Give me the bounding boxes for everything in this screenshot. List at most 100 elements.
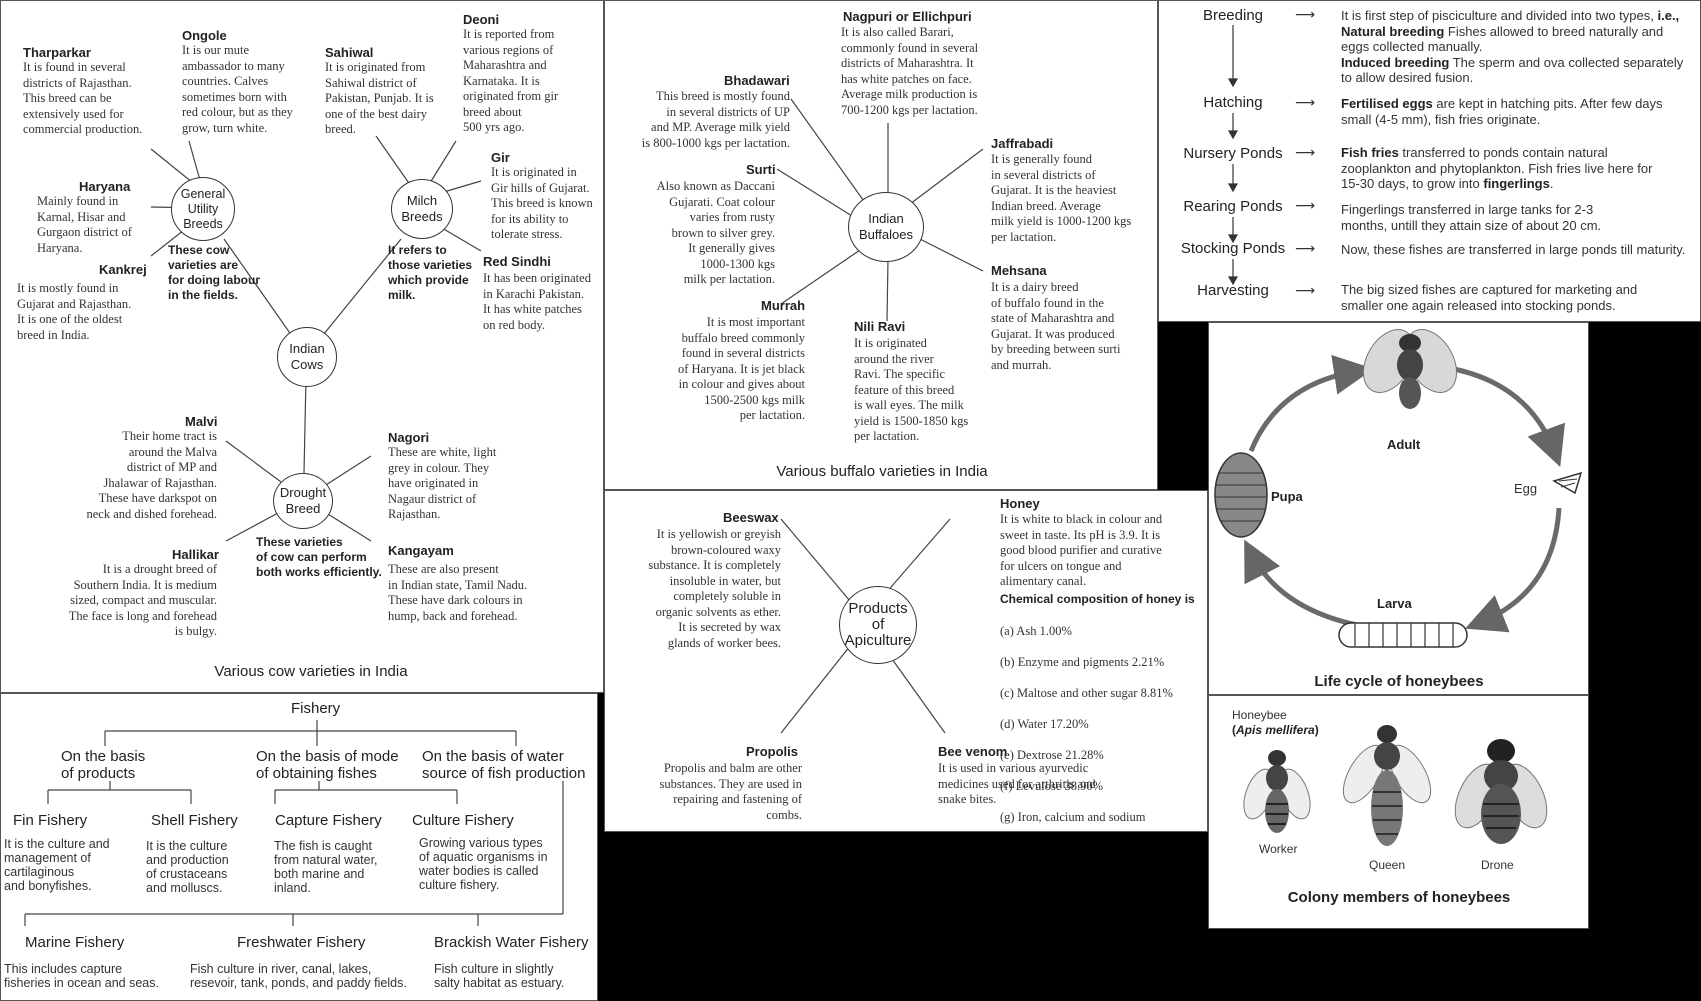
deoni-text: It is reported from various regions of M…: [463, 27, 559, 134]
basis-products: On the basis of products: [61, 748, 146, 782]
products-of-apiculture-circle: Products of Apiculture: [839, 586, 917, 664]
worker-bee-illustration: [1243, 750, 1311, 833]
tharparkar-text: It is found in several districts of Raja…: [23, 60, 143, 136]
drone-label: Drone: [1481, 858, 1514, 872]
mehsana-text: It is a dairy breed of buffalo found in …: [991, 280, 1121, 372]
milch-note: It refers to those varieties which provi…: [388, 243, 473, 302]
drought-breed-circle: Drought Breed: [273, 473, 333, 529]
fishery-root: Fishery: [291, 700, 341, 717]
nili-ravi-name: Nili Ravi: [854, 319, 906, 334]
colony-caption: Colony members of honeybees: [1287, 889, 1511, 906]
cow-varieties-panel: General Utility Breeds Milch Breeds Indi…: [0, 0, 604, 693]
stage-hatching: Hatching: [1203, 94, 1263, 111]
jaffrabadi-name: Jaffrabadi: [991, 136, 1054, 151]
mehsana-name: Mehsana: [991, 263, 1047, 278]
nagori-name: Nagori: [388, 430, 430, 445]
honey-composition-list: (a) Ash 1.00% (b) Enzyme and pigments 2.…: [1000, 608, 1173, 831]
pupa-label: Pupa: [1271, 489, 1303, 504]
fertilised-eggs-label: Fertilised eggs: [1341, 96, 1433, 111]
fin-fishery-text: It is the culture and management of cart…: [4, 837, 110, 893]
induced-breeding-text: The sperm and ova collected separately t…: [1341, 54, 1684, 86]
ongole-name: Ongole: [182, 28, 227, 43]
species-label: (Apis mellifera): [1232, 723, 1319, 737]
drought-note: These varieties of cow can perform both …: [256, 535, 382, 579]
lifecycle-diagram: [1214, 329, 1583, 648]
malvi-name: Malvi: [185, 414, 218, 429]
capture-fishery-name: Capture Fishery: [275, 812, 382, 829]
nursery-text: transferred to ponds contain natural zoo…: [1341, 145, 1653, 191]
rearing-description: Fingerlings transferred in large tanks f…: [1341, 202, 1602, 233]
arrow-icon: ⟶: [1295, 283, 1316, 299]
shell-fishery-name: Shell Fishery: [151, 812, 238, 829]
indian-cows-circle: Indian Cows: [277, 327, 337, 387]
propolis-name: Propolis: [746, 744, 799, 759]
composition-item: (c) Maltose and other sugar 8.81%: [1000, 685, 1173, 700]
freshwater-fishery-name: Freshwater Fishery: [237, 934, 366, 951]
deoni-name: Deoni: [463, 12, 500, 27]
murrah-text: It is most important buffalo breed commo…: [677, 315, 805, 422]
stage-stocking-ponds: Stocking Ponds: [1180, 240, 1286, 257]
composition-item: (d) Water 17.20%: [1000, 716, 1089, 731]
freshwater-fishery-text: Fish culture in river, canal, lakes, res…: [190, 962, 407, 990]
haryana-text: Mainly found in Karnal, Hisar and Gurgao…: [37, 194, 132, 255]
honey-text: It is white to black in colour and sweet…: [1000, 512, 1163, 588]
general-utility-breeds-circle: General Utility Breeds: [171, 177, 235, 241]
buffalo-connector-lines: [776, 98, 984, 322]
marine-fishery-text: This includes capture fisheries in ocean…: [4, 962, 159, 990]
beeswax-name: Beeswax: [723, 510, 779, 525]
basis-water: On the basis of water source of fish pro…: [422, 748, 586, 782]
stocking-description: Now, these fishes are transferred in lar…: [1341, 242, 1686, 257]
pupa-illustration: [1214, 452, 1268, 538]
larva-illustration: [1338, 622, 1468, 648]
composition-item: (g) Iron, calcium and sodium: [1000, 809, 1146, 824]
hatching-text: are kept in hatching pits. After few day…: [1341, 96, 1663, 127]
pisciculture-flow-lines: [1227, 25, 1239, 286]
buffalo-caption: Various buffalo varieties in India: [776, 463, 988, 480]
nursery-description: Fish fries transferred to ponds contain …: [1341, 145, 1671, 192]
composition-item: (f) Levulose 38.90%: [1000, 778, 1104, 793]
breeding-description: It is first step of pisciculture and div…: [1341, 8, 1693, 86]
gir-text: It is originated in Gir hills of Gujarat…: [491, 165, 593, 241]
pisciculture-panel: Breeding Hatching Nursery Ponds Rearing …: [1158, 0, 1701, 322]
drone-bee-illustration: [1454, 739, 1548, 844]
hallikar-text: It is a drought breed of Southern India.…: [68, 562, 217, 638]
surti-name: Surti: [746, 162, 776, 177]
fish-fries-label: Fish fries: [1341, 145, 1399, 160]
composition-item: (b) Enzyme and pigments 2.21%: [1000, 654, 1165, 669]
fingerlings-label: fingerlings: [1483, 176, 1550, 191]
composition-item: (a) Ash 1.00%: [1000, 623, 1072, 638]
nagpuri-text: It is also called Barari, commonly found…: [841, 25, 979, 117]
kangayam-name: Kangayam: [388, 543, 454, 558]
larva-label: Larva: [1377, 596, 1412, 611]
bhadawari-text: This breed is mostly found in several di…: [641, 89, 790, 150]
adult-bee-illustration: [1362, 329, 1458, 409]
kangayam-text: These are also present in Indian state, …: [388, 562, 528, 623]
fishery-classification-panel: Fishery On the basis of products On the …: [0, 693, 598, 1001]
harvesting-description: The big sized fishes are captured for ma…: [1341, 282, 1638, 313]
honey-name: Honey: [1000, 496, 1040, 511]
nursery-text-end: .: [1549, 176, 1554, 191]
malvi-text: Their home tract is around the Malva dis…: [86, 429, 218, 521]
surti-text: Also known as Daccani Gujarati. Coat col…: [656, 179, 775, 286]
arrow-icon: ⟶: [1295, 241, 1316, 257]
hatching-description: Fertilised eggs are kept in hatching pit…: [1341, 96, 1693, 127]
basis-mode: On the basis of mode of obtaining fishes: [256, 748, 399, 782]
stage-breeding: Breeding: [1202, 7, 1264, 24]
nagori-text: These are white, light grey in colour. T…: [388, 445, 497, 521]
brackish-fishery-text: Fish culture in slightly salty habitat a…: [434, 962, 565, 990]
fin-fishery-name: Fin Fishery: [13, 812, 88, 829]
arrow-icon: ⟶: [1295, 7, 1316, 23]
fishery-tree-lines: [24, 720, 564, 926]
propolis-text: Propolis and balm are other substances. …: [659, 761, 802, 822]
composition-item: (e) Dextrose 21.28%: [1000, 747, 1104, 762]
arrow-icon: ⟶: [1295, 95, 1316, 111]
nili-ravi-text: It is originated around the river Ravi. …: [854, 336, 969, 443]
lifecycle-caption: Life cycle of honeybees: [1314, 673, 1484, 690]
species-name: Apis mellifera: [1236, 723, 1315, 737]
milch-breeds-circle: Milch Breeds: [391, 179, 453, 239]
capture-fishery-text: The fish is caught from natural water, b…: [274, 839, 378, 895]
breeding-intro: It is first step of pisciculture and div…: [1341, 8, 1658, 23]
haryana-name: Haryana: [79, 179, 131, 194]
apiculture-products-panel: Products of Apiculture Beeswax It is yel…: [604, 490, 1208, 832]
egg-label: Egg: [1514, 481, 1538, 496]
